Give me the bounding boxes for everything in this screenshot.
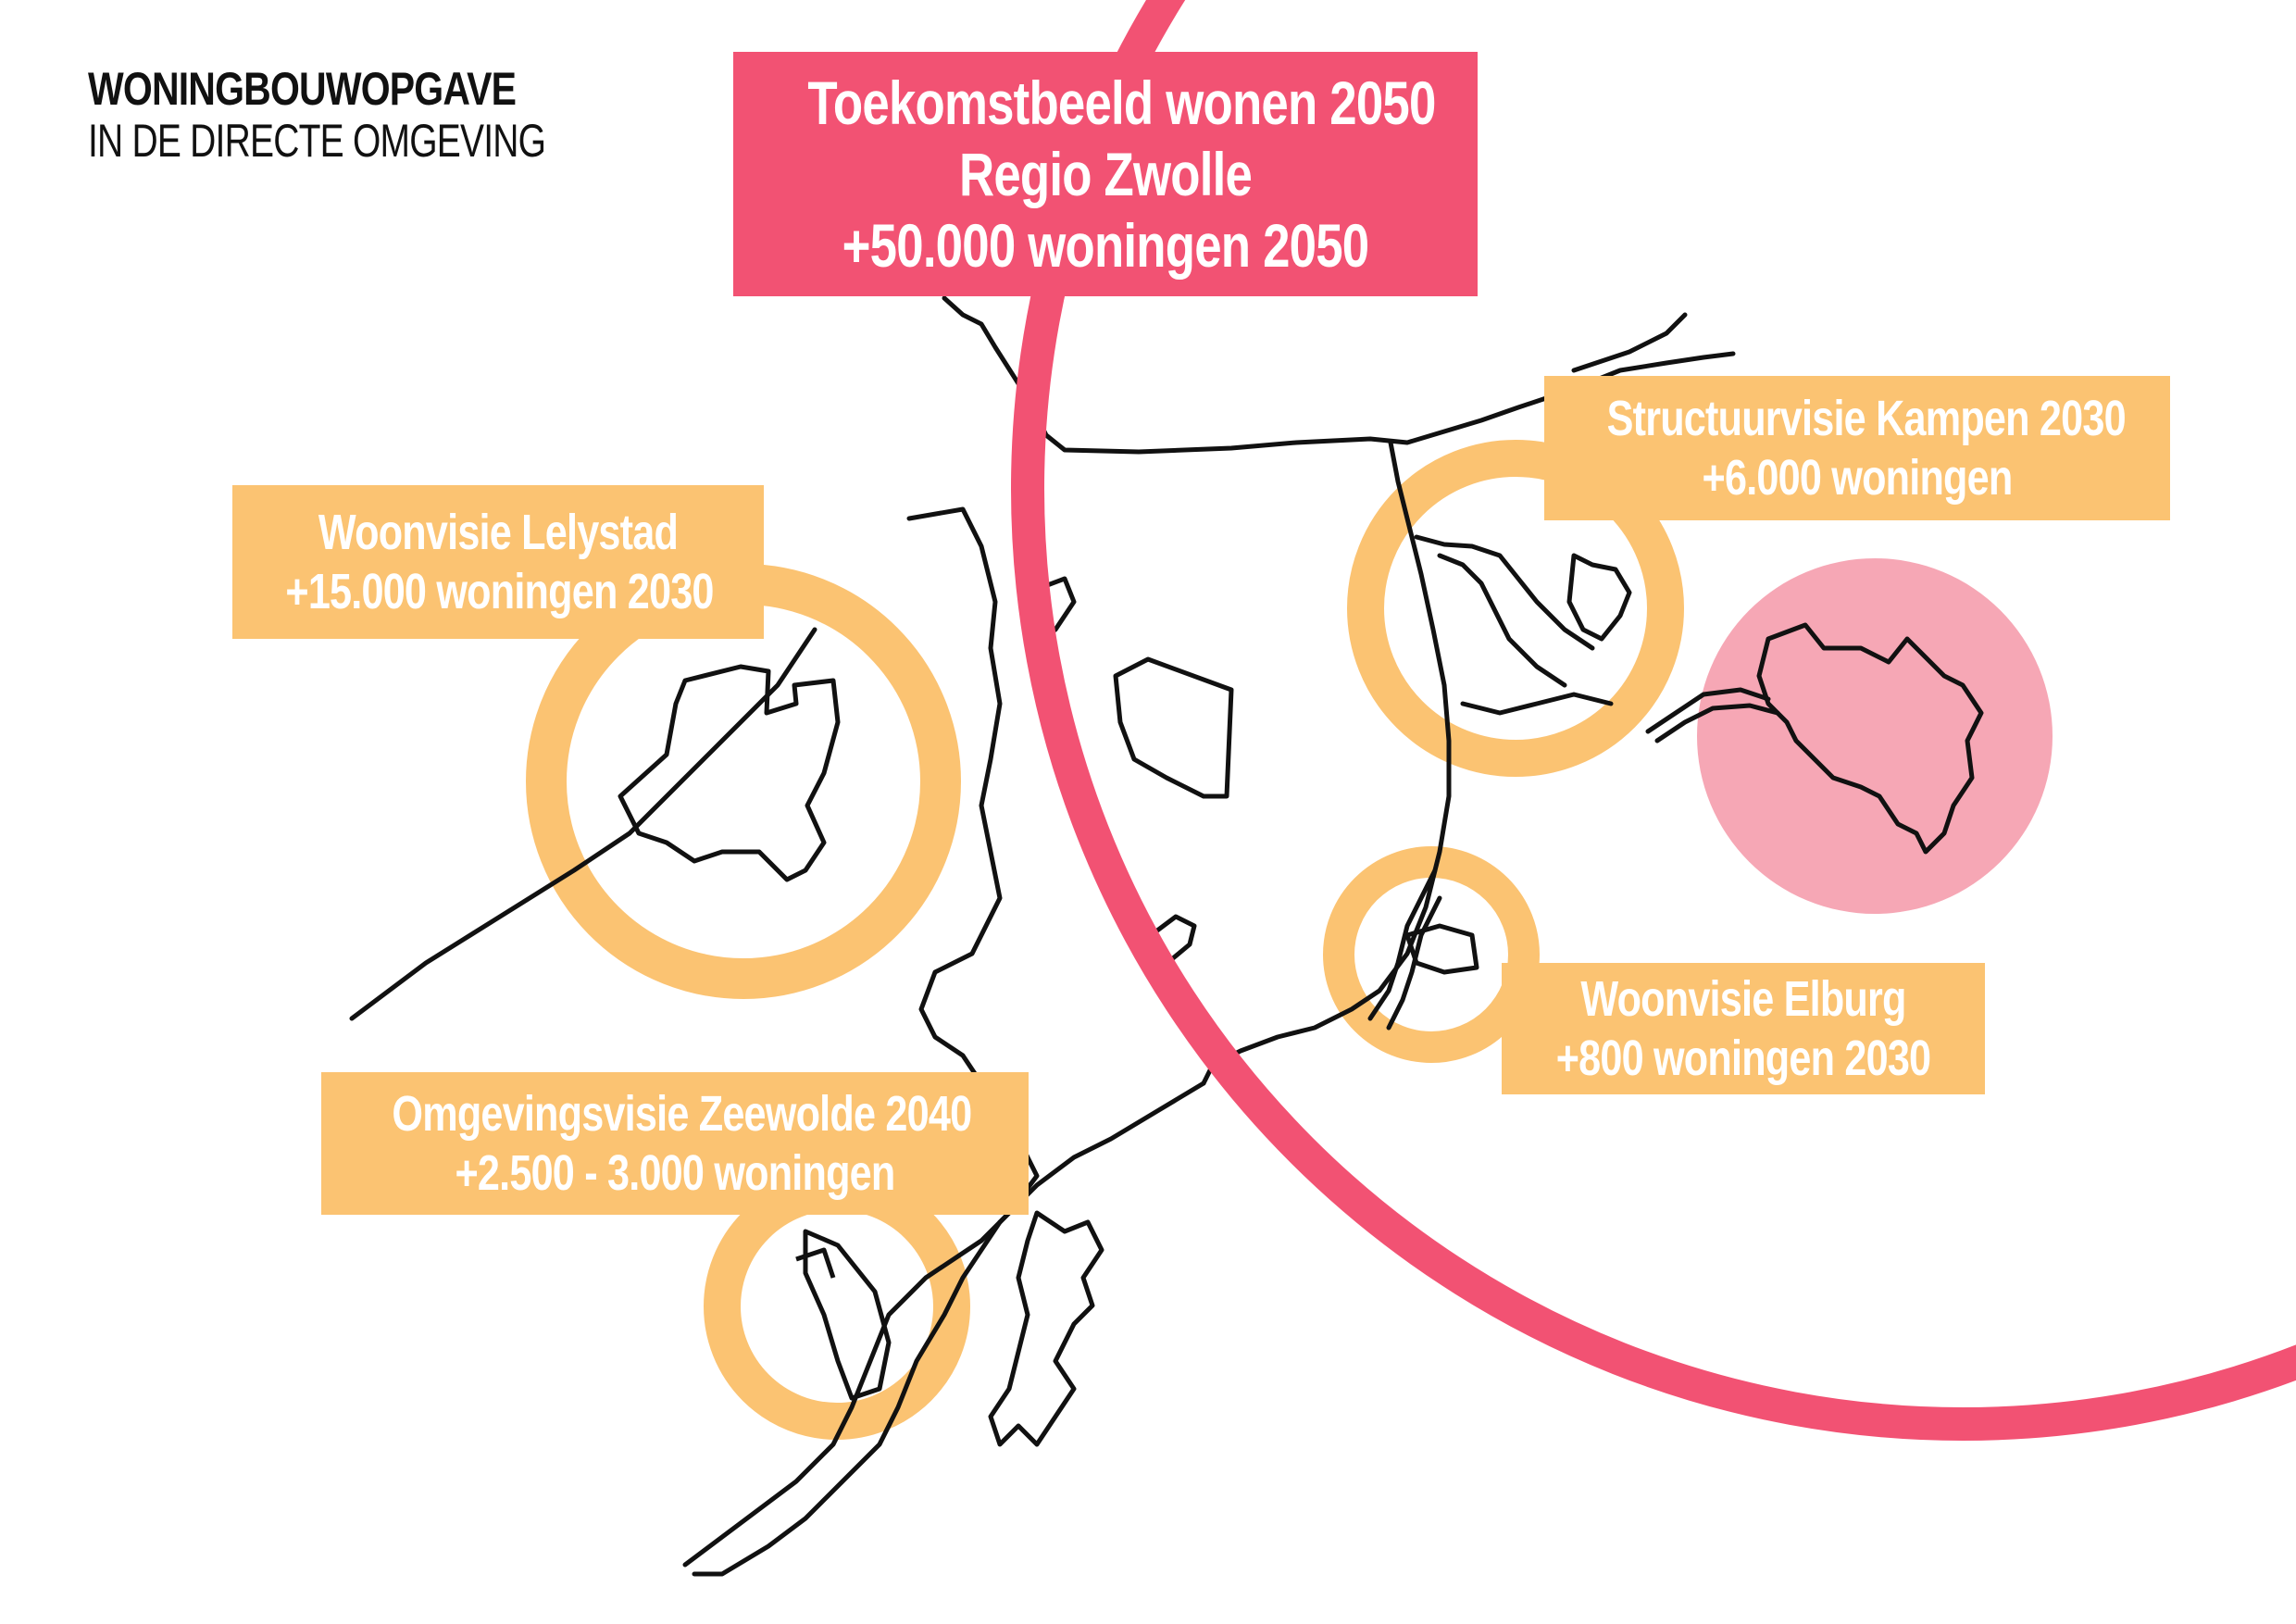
city-outlines — [618, 553, 1984, 1401]
regio-line-1: Toekomstbeeld wonen 2050 — [807, 68, 1436, 137]
zwolle-highlight-disc — [1697, 558, 2053, 914]
kampen-line-1: Structuurvisie Kampen 2030 — [1606, 391, 2127, 446]
zeewolde-outline-inner — [795, 1247, 836, 1279]
kampen-line-2: +6.000 woningen — [1702, 450, 2014, 506]
dronten-outline — [1113, 656, 1234, 799]
lelystad-outline — [618, 664, 841, 882]
regio-zwolle-ring — [1011, 0, 2296, 1441]
heading-subtitle: IN DE DIRECTE OMGEVING — [88, 115, 546, 167]
heading-title: WONINGBOUWOPGAVE — [88, 63, 517, 115]
elburg-line-2: +800 woningen 2030 — [1555, 1031, 1931, 1086]
zeewolde-label: Omgevingsvisie Zeewolde 2040 +2.500 - 3.… — [321, 1072, 1029, 1215]
regio-line-3: +50.000 woningen 2050 — [842, 210, 1369, 280]
elburg-outline — [1404, 923, 1479, 975]
page-heading: WONINGBOUWOPGAVE IN DE DIRECTE OMGEVING — [88, 63, 675, 167]
elburg-line-1: Woonvisie Elburg — [1580, 971, 1906, 1027]
kampen-label: Structuurvisie Kampen 2030 +6.000 woning… — [1544, 376, 2170, 520]
zwolle-outline — [1756, 622, 1984, 855]
regio-zwolle-label: Toekomstbeeld wonen 2050 Regio Zwolle +5… — [733, 52, 1478, 296]
lelystad-label: Woonvisie Lelystad +15.000 woningen 2030 — [232, 485, 764, 639]
lelystad-line-2: +15.000 woningen 2030 — [285, 564, 714, 619]
lelystad-ring — [526, 564, 961, 999]
zeewolde-line-1: Omgevingsvisie Zeewolde 2040 — [392, 1086, 972, 1142]
regio-line-2: Regio Zwolle — [958, 139, 1253, 208]
kampen-outline — [1566, 553, 1632, 642]
zeewolde-line-2: +2.500 - 3.000 woningen — [455, 1145, 895, 1201]
elburg-ring — [1323, 846, 1540, 1063]
kampen-ring — [1347, 440, 1684, 777]
lelystad-line-1: Woonvisie Lelystad — [318, 505, 679, 560]
zeewolde-ring — [704, 1173, 970, 1440]
zeewolde-outline — [803, 1229, 892, 1401]
elburg-label: Woonvisie Elburg +800 woningen 2030 — [1502, 963, 1985, 1094]
